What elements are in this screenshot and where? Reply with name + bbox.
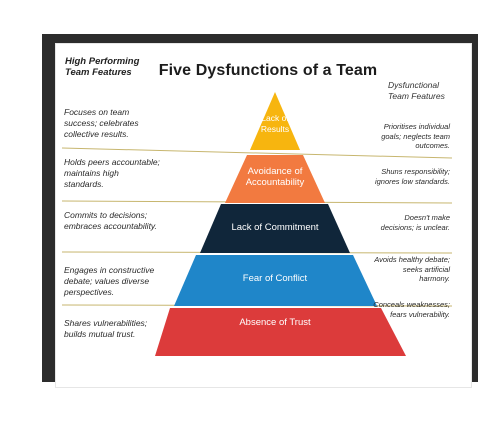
tier-results: [250, 92, 300, 150]
tier-trust: [155, 308, 406, 356]
positive-feature-conflict: Engages in constructive debate; values d…: [64, 265, 155, 297]
positive-feature-results: Focuses on team success; celebrates coll…: [64, 107, 139, 139]
tier-conflict: [174, 255, 377, 306]
tier-label-trust: Absence of Trust: [239, 317, 311, 328]
right-column-header: Dysfunctional Team Features: [388, 80, 445, 101]
tier-label-commitment: Lack of Commitment: [231, 222, 319, 233]
page-title: Five Dysfunctions of a Team: [158, 62, 378, 79]
tier-label-conflict: Fear of Conflict: [242, 273, 308, 284]
positive-feature-trust: Shares vulnerabilities; builds mutual tr…: [64, 318, 148, 339]
positive-feature-commitment: Commits to decisions; embraces accountab…: [64, 210, 157, 231]
tier-label-accountability: Avoidance of Accountability: [245, 166, 305, 188]
negative-feature-conflict: Avoids healthy debate; seeks artificial …: [374, 255, 450, 283]
tier-label-results: Lack of Results: [260, 113, 290, 134]
positive-feature-accountability: Holds peers accountable; maintains high …: [64, 157, 160, 189]
tier-commitment: [200, 204, 350, 253]
negative-feature-trust: Conceals weaknesses; fears vulnerability…: [373, 300, 450, 319]
separator-line-1: [61, 147, 453, 159]
negative-feature-results: Prioritises individual goals; neglects t…: [381, 122, 450, 150]
left-column-header: High Performing Team Features: [65, 56, 140, 78]
tier-accountability: [225, 155, 325, 203]
negative-feature-commitment: Doesn't make decisions; is unclear.: [380, 213, 450, 232]
negative-feature-accountability: Shuns responsibility; ignores low standa…: [374, 167, 450, 186]
